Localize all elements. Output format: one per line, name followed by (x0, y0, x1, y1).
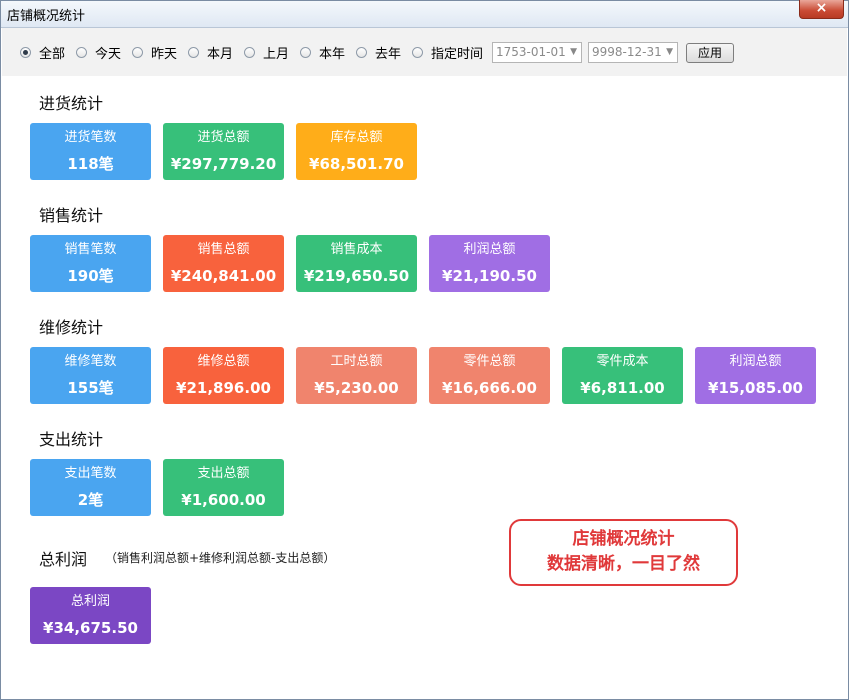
card-label: 零件总额 (463, 354, 516, 369)
sales-count-card: 销售笔数 190笔 (30, 235, 151, 292)
radio-label: 指定时间 (431, 46, 484, 62)
card-label: 支出笔数 (64, 466, 117, 481)
radio-icon (356, 46, 367, 58)
radio-label: 昨天 (151, 46, 178, 62)
parts-cost-card: 零件成本 ¥6,811.00 (562, 347, 683, 404)
filter-toolbar: 全部 今天 昨天 本月 上月 本年 去年 指定时间 1753-01-01 ▼ 9… (2, 28, 847, 76)
apply-button[interactable]: 应用 (686, 43, 734, 63)
radio-last-month[interactable]: 上月 (244, 44, 290, 62)
radio-icon (244, 46, 255, 58)
radio-all[interactable]: 全部 (20, 44, 66, 62)
card-label: 销售笔数 (64, 242, 117, 257)
card-label: 工时总额 (330, 354, 383, 369)
radio-label: 今天 (95, 46, 122, 62)
card-label: 进货总额 (197, 130, 250, 145)
radio-label: 本年 (319, 46, 346, 62)
card-label: 销售成本 (330, 242, 383, 257)
callout-line-2: 数据清晰，一目了然 (547, 554, 700, 574)
radio-this-year[interactable]: 本年 (300, 44, 346, 62)
card-label: 进货笔数 (64, 130, 117, 145)
card-value: ¥6,811.00 (580, 379, 665, 397)
repair-profit-card: 利润总额 ¥15,085.00 (695, 347, 816, 404)
callout-line-1: 店铺概况统计 (572, 529, 675, 549)
sales-total-card: 销售总额 ¥240,841.00 (163, 235, 284, 292)
radio-icon (300, 46, 311, 58)
dropdown-arrow-icon: ▼ (666, 47, 673, 57)
radio-selected-icon (20, 46, 31, 58)
repair-section-title: 维修统计 (39, 318, 104, 337)
radio-icon (412, 46, 423, 58)
card-label: 销售总额 (197, 242, 250, 257)
card-label: 库存总额 (330, 130, 383, 145)
end-date-value: 9998-12-31 (592, 45, 662, 59)
sales-profit-card: 利润总额 ¥21,190.50 (429, 235, 550, 292)
card-label: 维修总额 (197, 354, 250, 369)
expense-total-card: 支出总额 ¥1,600.00 (163, 459, 284, 516)
title-bar: 店铺概况统计 × (1, 0, 848, 28)
card-value: ¥297,779.20 (170, 155, 277, 173)
radio-this-month[interactable]: 本月 (188, 44, 234, 62)
start-date-value: 1753-01-01 (496, 45, 566, 59)
sales-section-title: 销售统计 (39, 206, 104, 225)
card-value: ¥21,896.00 (176, 379, 271, 397)
card-value: ¥34,675.50 (43, 619, 138, 637)
expense-count-card: 支出笔数 2笔 (30, 459, 151, 516)
card-value: ¥21,190.50 (442, 267, 537, 285)
window-title: 店铺概况统计 (7, 9, 86, 24)
card-value: 190笔 (67, 267, 114, 285)
end-date-picker[interactable]: 9998-12-31 ▼ (588, 42, 678, 63)
card-value: ¥15,085.00 (708, 379, 803, 397)
card-value: ¥68,501.70 (309, 155, 404, 173)
labor-total-card: 工时总额 ¥5,230.00 (296, 347, 417, 404)
radio-label: 上月 (263, 46, 290, 62)
card-label: 利润总额 (463, 242, 516, 257)
card-value: 118笔 (67, 155, 114, 173)
repair-count-card: 维修笔数 155笔 (30, 347, 151, 404)
card-label: 零件成本 (596, 354, 649, 369)
radio-icon (76, 46, 87, 58)
expense-section-title: 支出统计 (39, 430, 104, 449)
card-label: 利润总额 (729, 354, 782, 369)
dropdown-arrow-icon: ▼ (570, 47, 577, 57)
radio-label: 去年 (375, 46, 402, 62)
profit-section-title: 总利润 (39, 550, 88, 569)
card-value: ¥219,650.50 (303, 267, 410, 285)
card-label: 支出总额 (197, 466, 250, 481)
card-value: ¥240,841.00 (170, 267, 277, 285)
start-date-picker[interactable]: 1753-01-01 ▼ (492, 42, 582, 63)
sales-cost-card: 销售成本 ¥219,650.50 (296, 235, 417, 292)
radio-yesterday[interactable]: 昨天 (132, 44, 178, 62)
radio-today[interactable]: 今天 (76, 44, 122, 62)
inventory-total-card: 库存总额 ¥68,501.70 (296, 123, 417, 180)
purchase-count-card: 进货笔数 118笔 (30, 123, 151, 180)
radio-icon (188, 46, 199, 58)
repair-total-card: 维修总额 ¥21,896.00 (163, 347, 284, 404)
card-value: ¥16,666.00 (442, 379, 537, 397)
purchase-section-title: 进货统计 (39, 94, 104, 113)
promo-callout: 店铺概况统计 数据清晰，一目了然 (509, 519, 738, 586)
close-button[interactable]: × (799, 0, 844, 19)
parts-total-card: 零件总额 ¥16,666.00 (429, 347, 550, 404)
total-profit-card: 总利润 ¥34,675.50 (30, 587, 151, 644)
card-value: ¥1,600.00 (181, 491, 266, 509)
radio-custom-time[interactable]: 指定时间 (412, 44, 484, 62)
card-value: ¥5,230.00 (314, 379, 399, 397)
card-value: 155笔 (67, 379, 114, 397)
radio-last-year[interactable]: 去年 (356, 44, 402, 62)
radio-label: 本月 (207, 46, 234, 62)
card-value: 2笔 (77, 491, 104, 509)
card-label: 总利润 (70, 594, 110, 609)
radio-icon (132, 46, 143, 58)
card-label: 维修笔数 (64, 354, 117, 369)
purchase-total-card: 进货总额 ¥297,779.20 (163, 123, 284, 180)
profit-formula-note: （销售利润总额+维修利润总额-支出总额） (105, 551, 336, 565)
radio-label: 全部 (39, 46, 66, 62)
